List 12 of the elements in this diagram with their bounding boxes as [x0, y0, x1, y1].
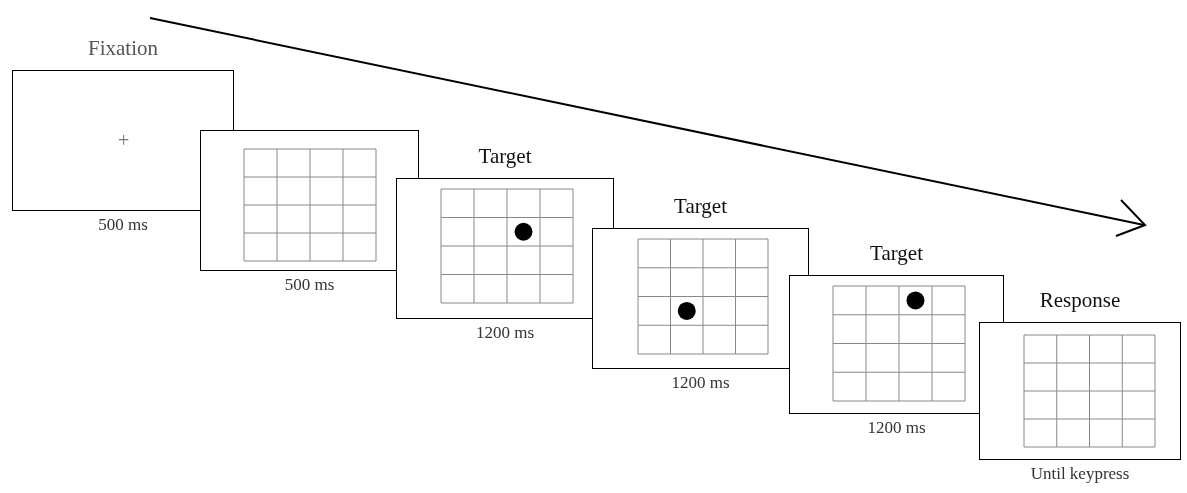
duration-label: 500 ms — [283, 275, 336, 295]
duration-label: 1200 ms — [670, 373, 731, 393]
duration-label: 1200 ms — [866, 418, 927, 438]
duration-label: 500 ms — [97, 215, 149, 235]
screen-title: Target — [477, 144, 533, 168]
duration-label: Until keypress — [1029, 464, 1131, 484]
duration-label: 1200 ms — [474, 323, 536, 343]
screen-title: Response — [1038, 288, 1122, 312]
fixation-cross: + — [118, 129, 130, 150]
screen-title: Target — [869, 241, 924, 265]
screen-title: Fixation — [87, 36, 159, 60]
screen-title: Target — [673, 194, 728, 218]
